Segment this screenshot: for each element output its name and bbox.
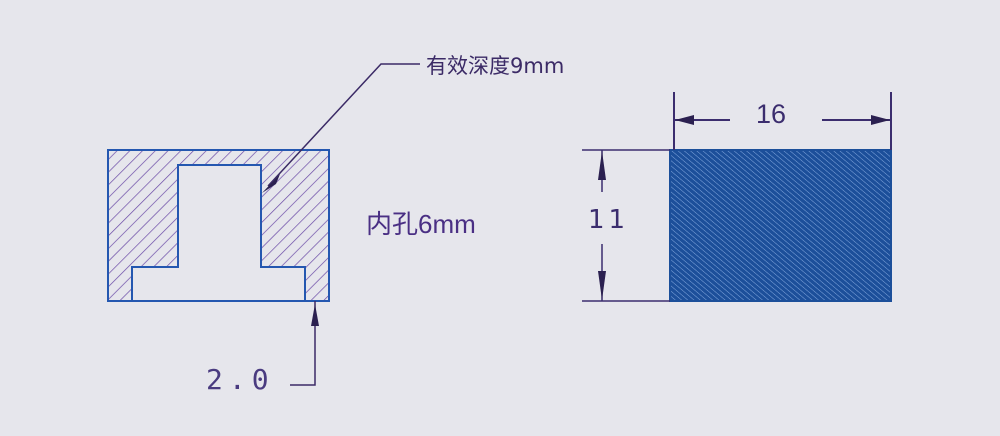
height-dimension-value: 11 bbox=[588, 205, 630, 235]
bore-cavity bbox=[131, 164, 306, 302]
dim-16-arrow-right bbox=[871, 115, 890, 125]
thread-depth-callout: 有效深度9mm bbox=[426, 54, 565, 78]
section-view bbox=[107, 63, 420, 386]
dim-2-0-arrow bbox=[311, 304, 319, 326]
dim-16-arrow-left bbox=[675, 115, 694, 125]
dim-2-0-leader bbox=[290, 301, 316, 386]
dim-11-arrow-bottom bbox=[598, 271, 606, 300]
bottom-thickness-dimension: 2.0 bbox=[206, 363, 275, 396]
outer-view bbox=[582, 92, 892, 302]
dim-11-arrow-top bbox=[598, 151, 606, 180]
thread-leader-line bbox=[267, 63, 420, 187]
bore-diameter-note: 内孔6mm bbox=[366, 209, 476, 239]
width-dimension-value: 16 bbox=[756, 99, 787, 129]
knurled-body bbox=[669, 149, 892, 302]
thread-leader-arrow bbox=[262, 174, 280, 193]
